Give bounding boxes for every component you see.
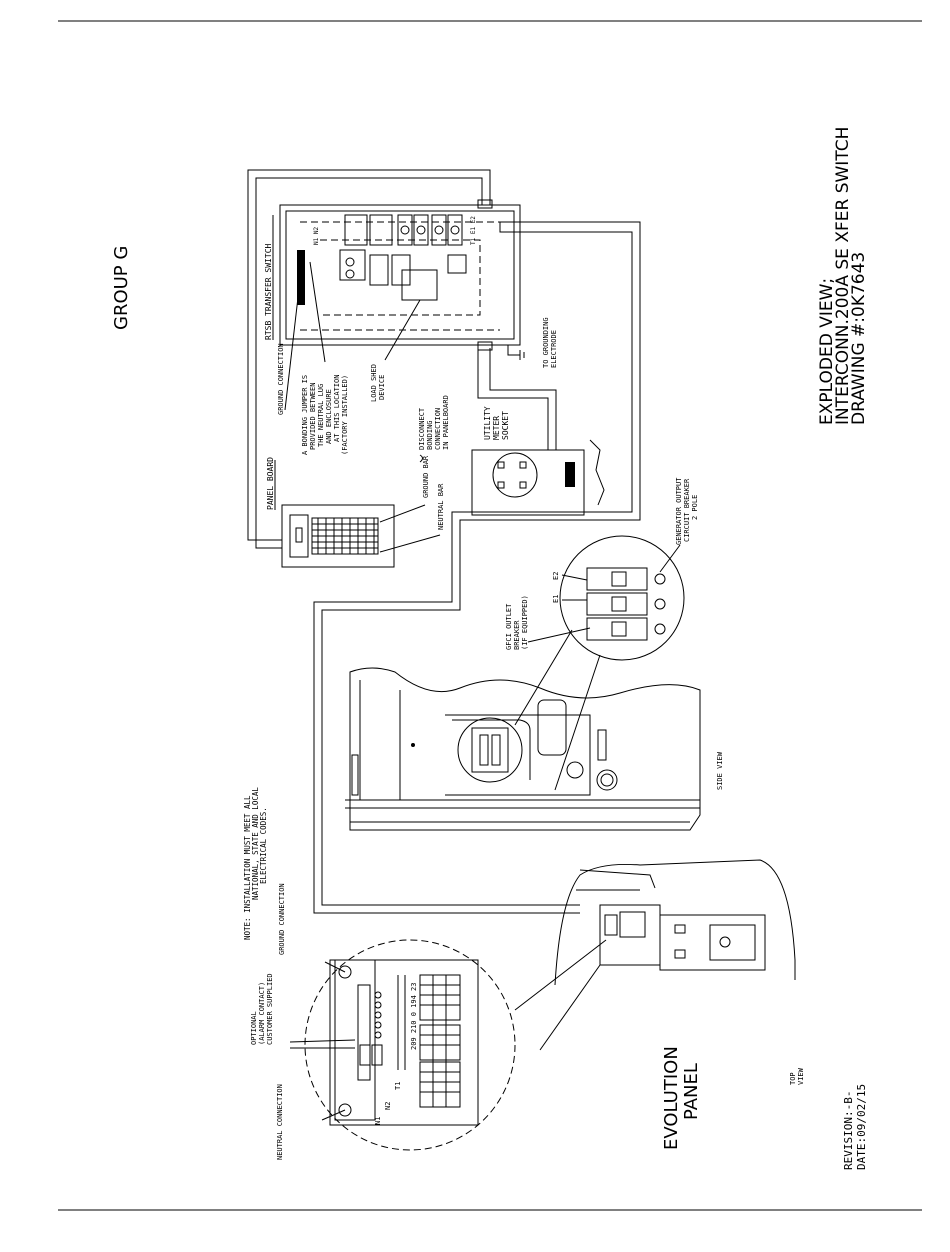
svg-text:VIEW: VIEW <box>797 1067 805 1085</box>
transfer-switch-enclosure <box>279 204 521 346</box>
installation-note: NOTE: INSTALLATION MUST MEET ALL NATIONA… <box>243 787 268 940</box>
gen-output-label: GENERATOR OUTPUT CIRCUIT BREAKER 2 POLE <box>675 477 699 545</box>
svg-text:PROVIDED BETWEEN: PROVIDED BETWEEN <box>309 383 317 450</box>
ts-terminal-label-n: N1 N2 <box>313 227 320 245</box>
svg-text:LOAD SHED: LOAD SHED <box>370 364 378 402</box>
conduit-top-outer <box>247 169 491 541</box>
svg-text:SOCKET: SOCKET <box>501 411 510 440</box>
top-view-label: TOP VIEW <box>789 1067 805 1085</box>
svg-text:AND ENCLOSURE: AND ENCLOSURE <box>325 389 333 444</box>
neutral-connection-label: NEUTRAL CONNECTION <box>276 1084 284 1160</box>
transfer-switch-wiring-dash-2 <box>320 239 481 316</box>
svg-text:DISCONNECT: DISCONNECT <box>418 407 426 450</box>
svg-text:2 POLE: 2 POLE <box>691 495 699 520</box>
svg-text:CONNECTION: CONNECTION <box>434 408 442 450</box>
svg-text:DEVICE: DEVICE <box>378 375 386 400</box>
evolution-panel-line-1: EVOLUTION <box>661 1046 682 1150</box>
terminal-numbers: 209 210 0 194 23 <box>410 983 418 1050</box>
panel-board-label: PANEL BOARD <box>266 457 275 510</box>
conduit-generator-inner <box>313 231 633 914</box>
transfer-switch-wiring-dash <box>300 221 500 331</box>
rtsb-label: RTSB TRANSFER SWITCH <box>264 243 273 340</box>
svg-text:CIRCUIT BREAKER: CIRCUIT BREAKER <box>683 478 691 542</box>
svg-text:(ALARM CONTACT): (ALARM CONTACT) <box>258 982 266 1045</box>
ground-bar-label: GROUND BAR <box>422 455 430 498</box>
svg-text:BREAKER: BREAKER <box>513 620 521 650</box>
terminal-n2: N2 <box>384 1102 392 1110</box>
title-line-1: EXPLODED VIEW; <box>817 278 837 425</box>
neutral-bar-label: NEUTRAL BAR <box>437 483 445 530</box>
ts-contact-2 <box>413 214 429 246</box>
breaker-detail-circle <box>559 535 685 661</box>
svg-text:GFCI OUTLET: GFCI OUTLET <box>505 603 513 650</box>
ts-neutral-bar <box>297 250 305 305</box>
ts-terminal-block <box>447 254 467 274</box>
conduit-generator-outer <box>321 221 641 906</box>
svg-text:ELECTRICAL CODES.: ELECTRICAL CODES. <box>259 807 268 884</box>
conduit-top-inner <box>255 177 483 549</box>
transfer-switch-inner <box>285 210 515 340</box>
panel-detail-circle <box>304 939 516 1151</box>
disconnect-label: DISCONNECT BONDING CONNECTION IN PANELBO… <box>418 395 450 450</box>
e1-label: E1 <box>552 595 560 603</box>
svg-text:OPTIONAL: OPTIONAL <box>250 1011 258 1045</box>
ts-contact-3 <box>431 214 447 246</box>
ts-terminal-label-t: T1 E1 E2 <box>470 216 477 245</box>
svg-text:GENERATOR OUTPUT: GENERATOR OUTPUT <box>675 477 683 545</box>
grounding-electrode-label: TO GROUNDING ELECTRODE <box>542 317 558 368</box>
svg-text:AT THIS LOCATION: AT THIS LOCATION <box>333 375 341 442</box>
gfci-label: GFCI OUTLET BREAKER (IF EQUIPPED) <box>505 595 529 650</box>
svg-text:NATIONAL, STATE AND LOCAL: NATIONAL, STATE AND LOCAL <box>251 787 260 900</box>
evolution-panel-line-2: PANEL <box>681 1063 702 1120</box>
transfer-switch: N1 N2 T1 E1 E2 RTSB TRANSFER SWITCH <box>247 169 521 549</box>
svg-text:UTILITY: UTILITY <box>483 406 492 440</box>
revision-label: REVISION:-B- <box>842 1091 855 1170</box>
side-view-label: SIDE VIEW <box>716 751 724 790</box>
svg-text:THE NEUTRAL LUG: THE NEUTRAL LUG <box>317 384 325 447</box>
ground-connection-panel-label: GROUND CONNECTION <box>278 883 286 955</box>
e2-label: E2 <box>552 572 560 580</box>
ground-connection-ts-label: GROUND CONNECTION <box>277 343 285 415</box>
svg-text:(IF EQUIPPED): (IF EQUIPPED) <box>521 595 529 650</box>
ts-breaker-1 <box>344 214 368 246</box>
ts-relay-1 <box>369 254 389 286</box>
ts-neutral-lug <box>339 249 366 281</box>
svg-text:(FACTORY INSTALLED): (FACTORY INSTALLED) <box>341 375 349 455</box>
svg-text:CUSTOMER SUPPLIED: CUSTOMER SUPPLIED <box>266 973 274 1045</box>
terminal-n1: N1 <box>374 1117 382 1125</box>
load-shed-label: LOAD SHED DEVICE <box>370 364 386 402</box>
title-line-3: DRAWING #:0K7643 <box>849 252 869 425</box>
svg-text:BONDING: BONDING <box>426 420 434 450</box>
svg-text:TO GROUNDING: TO GROUNDING <box>542 317 550 368</box>
svg-text:TOP: TOP <box>789 1072 797 1085</box>
utility-meter-socket <box>471 439 605 516</box>
optional-alarm-label: OPTIONAL (ALARM CONTACT) CUSTOMER SUPPLI… <box>250 973 274 1045</box>
svg-text:METER: METER <box>492 416 501 440</box>
title-line-2: INTERCONN.200A SE XFER SWITCH <box>833 127 853 425</box>
panel-board <box>281 504 395 568</box>
ts-contact-4 <box>447 214 463 246</box>
svg-text:NOTE: INSTALLATION MUST MEET A: NOTE: INSTALLATION MUST MEET ALL <box>243 795 252 940</box>
terminal-t1: T1 <box>394 1082 402 1090</box>
generator-side-view <box>345 667 701 831</box>
utility-meter-label: UTILITY METER SOCKET <box>483 406 510 440</box>
revision-date: DATE:09/02/15 <box>855 1084 868 1170</box>
svg-text:A BONDING JUMPER IS: A BONDING JUMPER IS <box>301 375 309 455</box>
ts-breaker-2 <box>369 214 393 246</box>
group-label: GROUP G <box>111 246 132 330</box>
generator-top-view <box>554 859 796 986</box>
svg-text:ELECTRODE: ELECTRODE <box>550 330 558 368</box>
svg-text:IN PANELBOARD: IN PANELBOARD <box>442 395 450 450</box>
ts-contact-1 <box>397 214 413 246</box>
bonding-note: A BONDING JUMPER IS PROVIDED BETWEEN THE… <box>301 375 349 455</box>
